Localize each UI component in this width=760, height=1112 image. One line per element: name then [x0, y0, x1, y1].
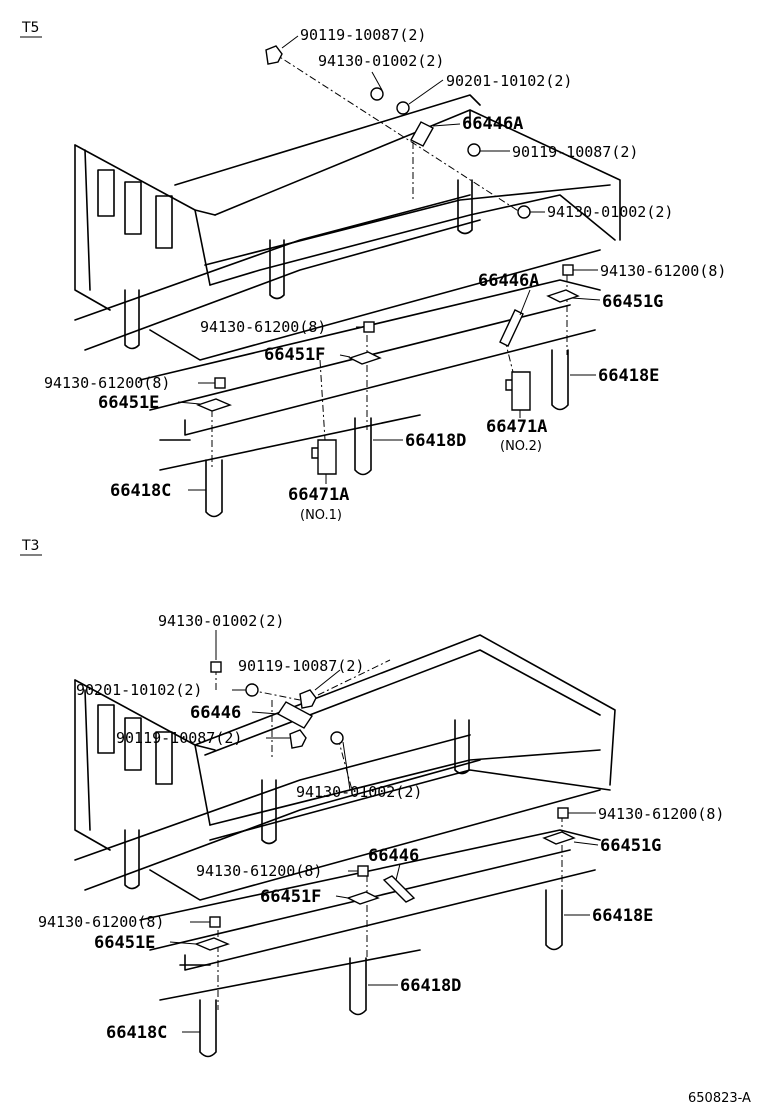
t5-label-nut-top: 94130-01002(2): [318, 52, 444, 70]
t3-label-plate-f: 66451F: [260, 887, 321, 907]
t5-leaders: [177, 35, 601, 491]
t3-truck-bed: [74, 634, 616, 1001]
t3-bolt-left-icon: [289, 729, 307, 749]
t5-part-labels: 90119-10087(2) 94130-01002(2) 90201-1010…: [44, 26, 726, 523]
t5-plate-f-icon: [348, 351, 382, 365]
t5-label-bracket1: 66471A: [288, 485, 349, 505]
t5-nut-e-icon: [214, 377, 226, 389]
t5-label-stay-lower: 66446A: [478, 271, 539, 291]
t5-label-bracket2-note: (NO.2): [500, 439, 542, 454]
t3-leaders: [169, 630, 599, 1033]
t5-plate-e-icon: [196, 398, 232, 412]
t5-label-bracket1-note: (NO.1): [300, 508, 342, 523]
t3-label-nut-g: 94130-61200(8): [598, 805, 724, 823]
t5-label-nut-e: 94130-61200(8): [44, 374, 170, 392]
t3-label-ubolt-c: 66418C: [106, 1023, 167, 1043]
t3-label-ubolt-d: 66418D: [400, 976, 461, 996]
t5-label-ubolt-c: 66418C: [110, 481, 171, 501]
t5-label-nut-right: 94130-01002(2): [547, 203, 673, 221]
t3-washer-icon: [245, 683, 259, 697]
t5-stay-icon: [410, 121, 434, 147]
t3-part-labels: 94130-01002(2) 90119-10087(2) 90201-1010…: [38, 612, 724, 1043]
t3-plate-e-icon: [194, 937, 230, 951]
t5-stay-lower-icon: [499, 309, 524, 347]
t3-installed-ubolts: [124, 719, 470, 890]
t3-nut-mid-icon: [330, 731, 344, 745]
t3-nut-top-icon: [210, 661, 222, 673]
t3-label-bolt-left: 90119-10087(2): [116, 729, 242, 747]
t3-label-nut-mid: 94130-01002(2): [296, 783, 422, 801]
t3-label-ubolt-e: 66418E: [592, 906, 653, 926]
t3-alignment-lines: [215, 659, 563, 1010]
t5-bolt-top-icon: [265, 45, 283, 65]
t3-bolt-top-icon: [299, 689, 317, 709]
t3-stay-lower-icon: [382, 875, 416, 903]
t5-label-ubolt-e: 66418E: [598, 366, 659, 386]
t3-nut-e-icon: [209, 916, 221, 928]
t5-label-washer-top: 90201-10102(2): [446, 72, 572, 90]
t5-label-bolt-top: 90119-10087(2): [300, 26, 426, 44]
t5-truck-bed: [74, 94, 621, 471]
t5-label-bolt-right: 90119-10087(2): [512, 143, 638, 161]
t3-label-nut-top: 94130-01002(2): [158, 612, 284, 630]
t3-plate-f-icon: [346, 891, 380, 905]
t5-ubolt-d-icon: [354, 417, 372, 476]
t3-label-washer: 90201-10102(2): [76, 681, 202, 699]
t5-label-bracket2: 66471A: [486, 417, 547, 437]
t3-label-nut-f: 94130-61200(8): [196, 862, 322, 880]
t3-ubolt-d-icon: [349, 957, 367, 1016]
t5-label-plate-f: 66451F: [264, 345, 325, 365]
t3-nut-f-icon: [357, 865, 369, 877]
t5-section-label: T5: [21, 20, 39, 36]
t3-label-plate-e: 66451E: [94, 933, 155, 953]
t5-installed-ubolts: [124, 179, 473, 350]
t5-ubolt-c-icon: [205, 459, 223, 518]
t5-label-nut-g: 94130-61200(8): [600, 262, 726, 280]
t5-label-ubolt-d: 66418D: [405, 431, 466, 451]
t5-ubolt-e-icon: [551, 349, 569, 411]
t3-label-nut-e: 94130-61200(8): [38, 913, 164, 931]
t3-stay-icon: [276, 701, 314, 729]
t3-plate-g-icon: [542, 831, 576, 845]
t5-nut-g-icon: [562, 264, 574, 276]
t5-nut-top-icon: [370, 87, 384, 101]
t3-label-stay-lower: 66446: [368, 846, 419, 866]
t5-washer-top-icon: [396, 101, 410, 115]
t3-section: T3: [20, 538, 724, 1058]
t5-label-plate-g: 66451G: [602, 292, 663, 312]
t3-nut-g-icon: [557, 807, 569, 819]
t5-label-nut-f: 94130-61200(8): [200, 318, 326, 336]
reference-number: 650823-A: [688, 1091, 751, 1106]
t3-label-plate-g: 66451G: [600, 836, 661, 856]
t3-label-bolt-top: 90119-10087(2): [238, 657, 364, 675]
t3-section-label: T3: [21, 538, 39, 554]
t5-bracket2-icon: [505, 371, 531, 411]
t5-bolt-right-icon: [467, 143, 481, 157]
t5-plate-g-icon: [546, 289, 580, 303]
t5-nut-right-icon: [517, 205, 531, 219]
t3-ubolt-e-icon: [545, 889, 563, 951]
t3-ubolt-c-icon: [199, 999, 217, 1058]
t5-label-stay: 66446A: [462, 114, 523, 134]
t5-nut-f-icon: [363, 321, 375, 333]
t5-bracket1-icon: [311, 439, 337, 475]
t5-section: T5: [20, 20, 726, 523]
t5-hardware: [196, 45, 580, 518]
t5-label-plate-e: 66451E: [98, 393, 159, 413]
t3-label-stay: 66446: [190, 703, 241, 723]
